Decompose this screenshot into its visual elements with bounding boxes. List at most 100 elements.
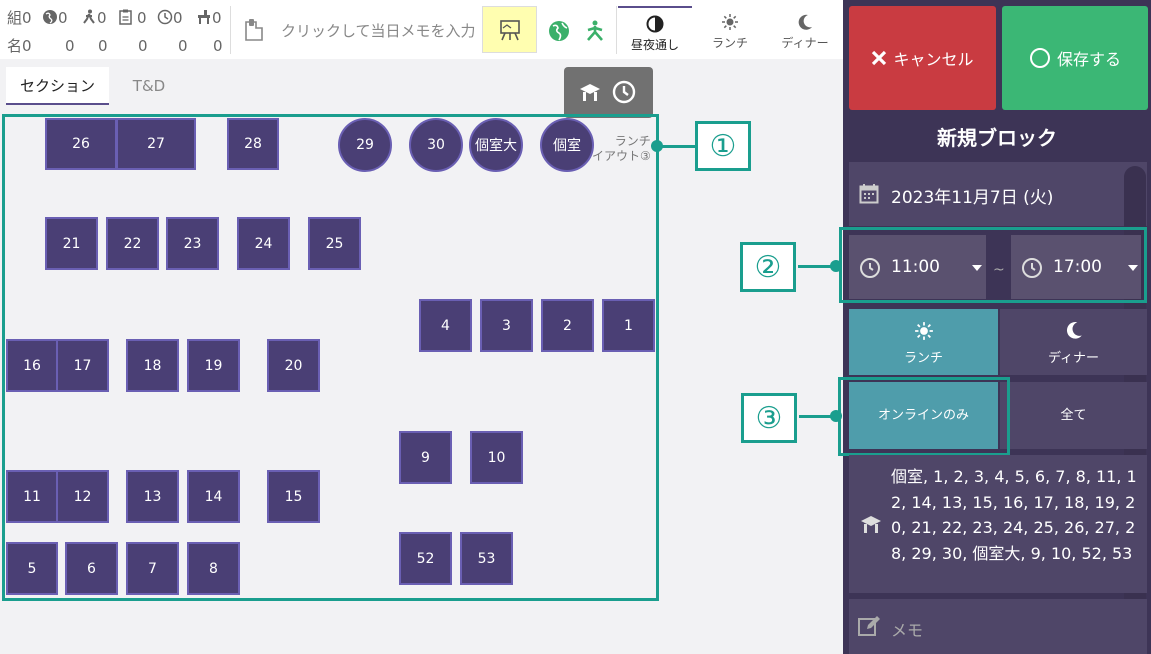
table-9[interactable]: 9 <box>399 431 452 484</box>
table-8[interactable]: 8 <box>187 542 240 595</box>
online-only-toggle[interactable]: オンラインのみ <box>849 382 998 449</box>
clock-icon <box>860 258 880 278</box>
name-counter-total: 名0 <box>7 36 32 56</box>
memo-field[interactable]: メモ <box>849 599 1147 654</box>
dinner-label: ディナー <box>1047 351 1100 366</box>
table-3[interactable]: 3 <box>480 299 533 352</box>
table-30[interactable]: 30 <box>409 118 463 172</box>
table-17[interactable]: 17 <box>56 339 109 392</box>
top-bar: 組0 0 0 0 0 0 名0 0 0 0 0 0 クリックして当日メモを入力 … <box>0 0 843 59</box>
table-27[interactable]: 27 <box>116 118 196 170</box>
layout-label: ランチイアウト③ <box>592 134 651 164</box>
table-13[interactable]: 13 <box>126 470 179 523</box>
counter-value: 0 <box>173 9 183 27</box>
table-個室大[interactable]: 個室大 <box>469 118 523 172</box>
presentation-button[interactable] <box>482 6 537 53</box>
moon-icon <box>798 14 812 30</box>
counter-label: 組 <box>7 9 23 27</box>
table-20[interactable]: 20 <box>267 339 320 392</box>
divider <box>616 6 617 54</box>
table-16[interactable]: 16 <box>6 339 58 392</box>
table-18[interactable]: 18 <box>126 339 179 392</box>
table-25[interactable]: 25 <box>308 217 361 270</box>
callout-line <box>799 415 837 418</box>
save-label: 保存する <box>1056 50 1121 69</box>
table-4[interactable]: 4 <box>419 299 472 352</box>
online-highlight-frame <box>838 377 1010 456</box>
globe-icon[interactable] <box>548 20 570 42</box>
table-26[interactable]: 26 <box>45 118 117 170</box>
counter-value: 0 <box>22 9 32 27</box>
all-toggle[interactable]: 全て <box>1000 382 1147 449</box>
table-2[interactable]: 2 <box>541 299 594 352</box>
counter-reservation: 0 <box>118 8 147 28</box>
block-panel: キャンセル 保存する 新規ブロック 2023年11月7日 (火) 11:00 ~… <box>838 0 1151 654</box>
mode-lunch[interactable]: ランチ <box>693 6 767 56</box>
counter-value: 0 <box>138 37 148 55</box>
counter-value: 0 <box>98 37 108 55</box>
table-22[interactable]: 22 <box>106 217 159 270</box>
table-29[interactable]: 29 <box>338 118 392 172</box>
lunch-label: ランチ <box>903 351 943 366</box>
tab-td[interactable]: T&D <box>132 77 166 95</box>
mode-label: 昼夜通し <box>630 38 679 52</box>
memo-placeholder: クリックして当日メモを入力 <box>281 22 476 40</box>
table-7[interactable]: 7 <box>126 542 179 595</box>
counter-value: 0 <box>22 37 32 55</box>
table-個室[interactable]: 個室 <box>540 118 594 172</box>
table-53[interactable]: 53 <box>460 532 513 585</box>
name-counter-reservation: 0 <box>138 36 148 56</box>
selected-tables-list: 個室, 1, 2, 3, 4, 5, 6, 7, 8, 11, 12, 14, … <box>891 467 1137 563</box>
table-24[interactable]: 24 <box>237 217 290 270</box>
sun-icon <box>915 322 933 340</box>
circle-icon <box>1029 48 1050 68</box>
end-time-value: 17:00 <box>1053 257 1102 277</box>
save-button[interactable]: 保存する <box>1002 6 1148 110</box>
seat-icon <box>198 10 210 24</box>
table-21[interactable]: 21 <box>45 217 98 270</box>
counter-walkin: 0 <box>81 8 107 28</box>
mode-dinner[interactable]: ディナー <box>768 6 842 56</box>
layout-label-line2: イアウト③ <box>592 149 651 163</box>
table-1[interactable]: 1 <box>602 299 655 352</box>
table-10[interactable]: 10 <box>470 431 523 484</box>
walk-in-icon[interactable] <box>583 20 607 42</box>
table-14[interactable]: 14 <box>187 470 240 523</box>
chevron-down-icon <box>1128 265 1138 271</box>
walk-in-icon <box>83 9 95 24</box>
date-value: 2023年11月7日 (火) <box>891 188 1054 208</box>
counter-seated: 0 <box>196 8 222 28</box>
mode-all-day[interactable]: 昼夜通し <box>618 6 692 56</box>
layout-time-button[interactable] <box>564 67 653 118</box>
table-5[interactable]: 5 <box>6 542 58 595</box>
counter-value: 0 <box>58 9 68 27</box>
callout-1: ① <box>695 121 751 171</box>
table-28[interactable]: 28 <box>227 118 279 170</box>
table-52[interactable]: 52 <box>399 532 452 585</box>
daily-memo-input[interactable]: クリックして当日メモを入力 <box>236 8 476 52</box>
cancel-label: キャンセル <box>893 50 974 69</box>
dinner-toggle[interactable]: ディナー <box>1000 309 1147 375</box>
table-15[interactable]: 15 <box>267 470 320 523</box>
date-field[interactable]: 2023年11月7日 (火) <box>849 162 1147 226</box>
time-range-separator: ~ <box>993 262 1005 278</box>
tables-card[interactable] <box>849 455 1147 593</box>
counter-value: 0 <box>178 37 188 55</box>
table-19[interactable]: 19 <box>187 339 240 392</box>
table-11[interactable]: 11 <box>6 470 58 523</box>
end-time-select[interactable]: 17:00 <box>1011 235 1141 299</box>
chevron-down-icon <box>972 265 982 271</box>
table-23[interactable]: 23 <box>166 217 219 270</box>
start-time-select[interactable]: 11:00 <box>849 235 986 299</box>
clock-icon <box>612 80 636 104</box>
lunch-toggle[interactable]: ランチ <box>849 309 998 375</box>
callout-3: ③ <box>741 393 797 443</box>
cancel-button[interactable]: キャンセル <box>849 6 996 110</box>
name-counter-walkin: 0 <box>98 36 108 56</box>
seat-icon <box>580 84 600 101</box>
table-6[interactable]: 6 <box>65 542 118 595</box>
divider <box>230 6 231 54</box>
presentation-board-icon <box>500 20 520 41</box>
table-12[interactable]: 12 <box>56 470 109 523</box>
tab-section[interactable]: セクション <box>6 67 109 105</box>
